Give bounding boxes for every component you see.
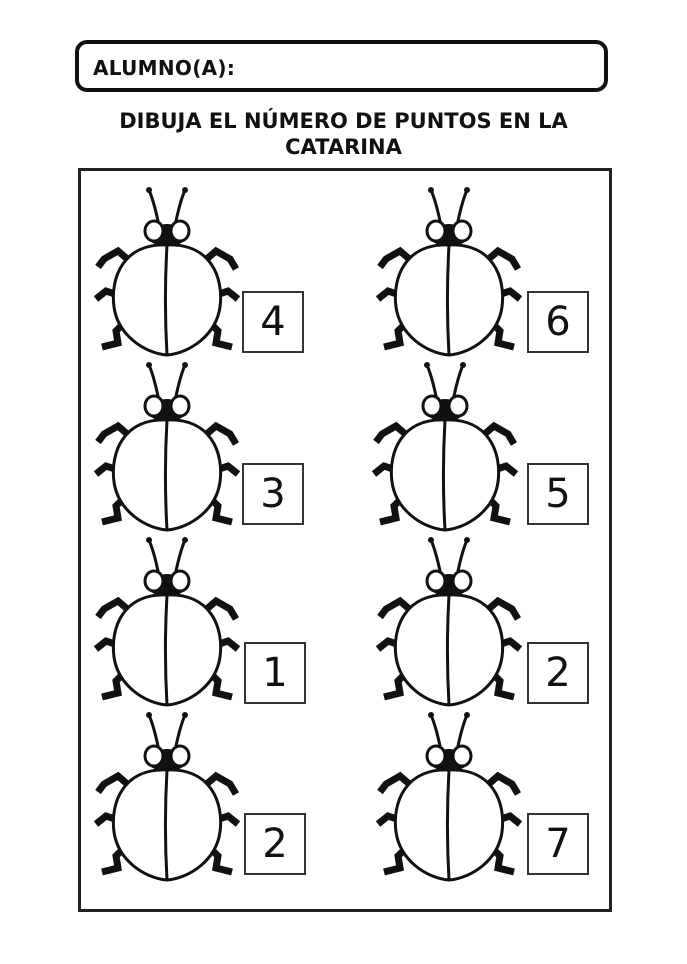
ladybug-icon[interactable] (370, 360, 520, 540)
number-box: 2 (244, 813, 306, 875)
ladybug-icon[interactable] (374, 185, 524, 365)
ladybug-icon[interactable] (92, 360, 242, 540)
number-box: 5 (527, 463, 589, 525)
number-box: 4 (242, 291, 304, 353)
instruction-text: DIBUJA EL NÚMERO DE PUNTOS EN LA CATARIN… (40, 108, 647, 160)
number-box: 7 (527, 813, 589, 875)
number-box: 3 (242, 463, 304, 525)
ladybug-icon[interactable] (374, 535, 524, 715)
student-name-label: ALUMNO(A): (93, 56, 236, 80)
instruction-line-1: DIBUJA EL NÚMERO DE PUNTOS EN LA (119, 109, 568, 133)
worksheet-frame (78, 168, 612, 912)
ladybug-icon[interactable] (92, 535, 242, 715)
number-box: 2 (527, 642, 589, 704)
number-box: 6 (527, 291, 589, 353)
student-name-field[interactable]: ALUMNO(A): (75, 40, 608, 92)
number-box: 1 (244, 642, 306, 704)
ladybug-icon[interactable] (92, 710, 242, 890)
ladybug-icon[interactable] (92, 185, 242, 365)
instruction-line-2: CATARINA (285, 135, 402, 159)
ladybug-icon[interactable] (374, 710, 524, 890)
